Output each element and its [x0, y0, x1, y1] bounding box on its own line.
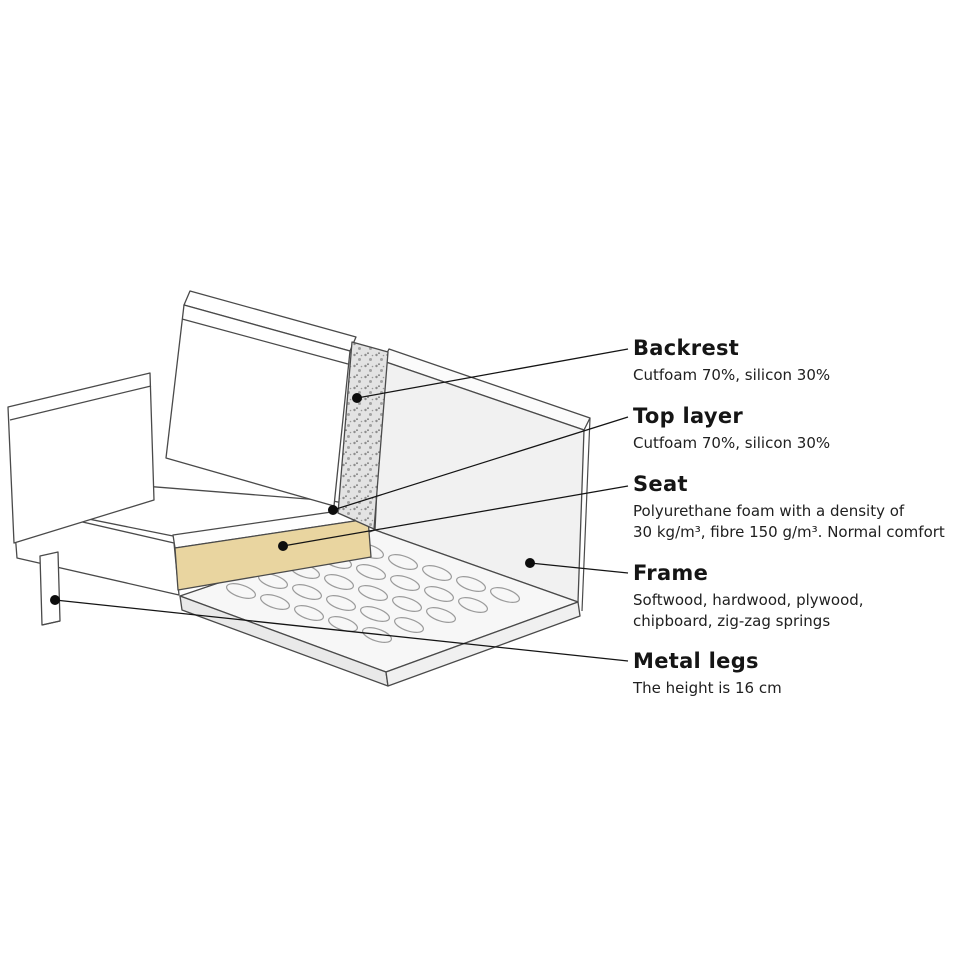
callout-backrest-title: Backrest: [633, 336, 740, 360]
callout-seat-title: Seat: [633, 472, 688, 496]
callout-top-layer-title: Top layer: [633, 404, 744, 428]
callout-dot-top-layer: [328, 505, 338, 515]
callout-line-frame: [529, 562, 629, 574]
backrest-cushion: [165, 290, 389, 530]
callout-seat-desc: Polyurethane foam with a density of 30 k…: [633, 502, 945, 542]
callout-line-backrest: [356, 348, 629, 399]
callout-line-top-layer: [332, 416, 629, 511]
callout-line-metal-legs: [54, 599, 629, 662]
callout-metal-legs: Metal legs The height is 16 cm: [633, 649, 782, 699]
callout-dot-seat: [278, 541, 288, 551]
callout-top-layer-desc: Cutfoam 70%, silicon 30%: [633, 434, 831, 452]
callout-metal-legs-title: Metal legs: [633, 649, 759, 673]
armrest: [7, 372, 155, 544]
callout-dot-metal-legs: [50, 595, 60, 605]
callout-top-layer: Top layer Cutfoam 70%, silicon 30%: [633, 404, 830, 454]
backrest-foam-cut: [337, 341, 389, 530]
callout-dot-frame: [525, 558, 535, 568]
callout-frame: Frame Softwood, hardwood, plywood, chipb…: [633, 561, 864, 633]
frame-back-wall: [374, 348, 591, 612]
callout-dot-backrest: [352, 393, 362, 403]
callout-line-seat: [282, 485, 629, 547]
seat-foam-core: [174, 518, 372, 591]
zigzag-springs: [226, 543, 520, 643]
callout-seat: Seat Polyurethane foam with a density of…: [633, 472, 970, 544]
callout-backrest: Backrest Cutfoam 70%, silicon 30%: [633, 336, 830, 386]
callout-lines: [50, 348, 629, 662]
callout-backrest-desc: Cutfoam 70%, silicon 30%: [633, 366, 831, 384]
metal-leg: [39, 551, 61, 626]
callout-frame-desc: Softwood, hardwood, plywood, chipboard, …: [633, 591, 864, 631]
callout-frame-title: Frame: [633, 561, 709, 585]
callout-metal-legs-desc: The height is 16 cm: [633, 679, 782, 697]
